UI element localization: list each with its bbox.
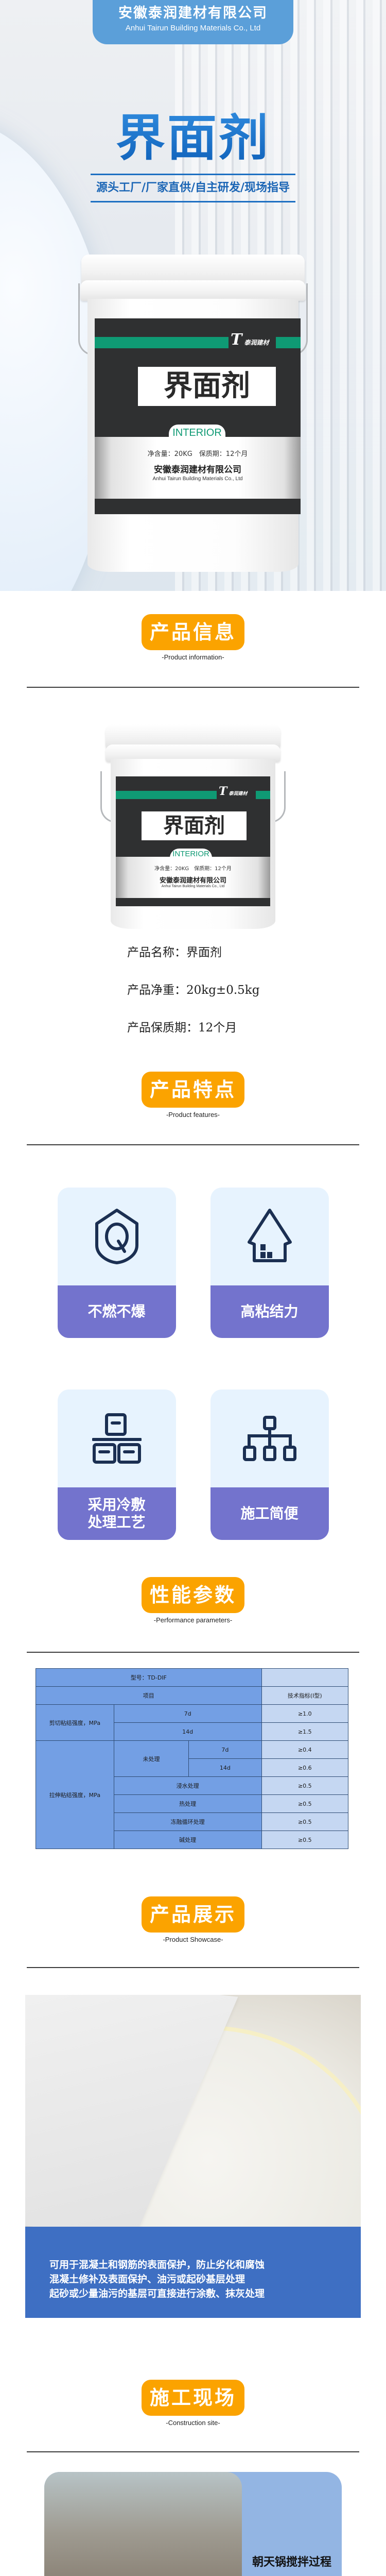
- table-group-shear: 剪切粘结强度，MPa: [36, 1704, 114, 1741]
- site-item: 朝天锅搅拌过程: [44, 2472, 342, 2576]
- table-model: 型号：TD-DIF: [36, 1668, 262, 1687]
- company-name-en: Anhui Tairun Building Materials Co., Ltd: [125, 24, 261, 32]
- info-row-weight: 产品净重：20kg±0.5kg: [127, 984, 260, 997]
- section-product-info: 产品信息 -Product information- T 泰润建材 界面剂 净含…: [0, 592, 386, 1047]
- section-title: 性能参数: [141, 1577, 244, 1613]
- section-title: 产品特点: [141, 1072, 244, 1108]
- table-row: 剪切粘结强度，MPa 7d ≥1.0: [36, 1704, 349, 1741]
- section-subtitle: -Product features-: [166, 1111, 220, 1118]
- section-subtitle: -Product Showcase-: [163, 1936, 223, 1943]
- company-name-cn: 安徽泰润建材有限公司: [118, 5, 268, 21]
- divider: [27, 1144, 359, 1145]
- table-row: 型号：TD-DIF: [36, 1668, 349, 1687]
- info-product-bucket: T 泰润建材 界面剂 净含量：20KG 保质期：12个月 安徽泰润建材有限公司 …: [100, 725, 286, 931]
- bucket-product-name: 界面剂: [138, 367, 276, 406]
- info-row-name: 产品名称：界面剂: [127, 946, 222, 959]
- info-row-shelf-life: 产品保质期：12个月: [127, 1021, 237, 1035]
- bucket-interior-tag: INTERIOR: [169, 425, 225, 441]
- site-list: 朝天锅搅拌过程 地下管廊施工过程中 施工案例 施工完成现场图: [0, 2472, 386, 2576]
- section-subtitle: -Performance parameters-: [153, 1616, 233, 1624]
- house-icon: [247, 1209, 292, 1262]
- section-title: 产品信息: [141, 614, 244, 650]
- showcase-line: 混凝土修补及表面保护、油污或起砂基层处理: [49, 2274, 245, 2285]
- shield-q-icon: [95, 1209, 138, 1264]
- feature-grid: 不燃不爆 高粘结力: [0, 1188, 386, 1540]
- feature-label: 不燃不爆: [57, 1285, 176, 1338]
- section-performance-params: 性能参数 -Performance parameters- 型号：TD-DIF …: [0, 1540, 386, 1849]
- section-construction-site: 施工现场 -Construction site- 朝天锅搅拌过程 地下管廊施工过…: [0, 2318, 386, 2576]
- site-caption: 朝天锅搅拌过程: [252, 2555, 331, 2569]
- site-photo-mixing: [44, 2472, 242, 2576]
- divider: [27, 1652, 359, 1653]
- table-row: 14d ≥0.6: [36, 1758, 349, 1777]
- brand-logo: T 泰润建材: [231, 331, 269, 349]
- divider: [27, 1967, 359, 1968]
- product-info-list: 产品名称：界面剂 产品净重：20kg±0.5kg 产品保质期：12个月: [0, 934, 386, 1047]
- section-header: 产品信息 -Product information-: [0, 614, 386, 661]
- feature-card-nonflammable: 不燃不爆: [57, 1188, 176, 1338]
- table-header-row: 项目 技术指标(I型): [36, 1686, 349, 1705]
- feature-card-high-adhesion: 高粘结力: [210, 1188, 329, 1338]
- param-table: 型号：TD-DIF 项目 技术指标(I型) 剪切粘结强度，MPa 7d ≥1.0…: [36, 1668, 349, 1849]
- company-banner: 安徽泰润建材有限公司 Anhui Tairun Building Materia…: [93, 0, 293, 44]
- showcase-line: 可用于混凝土和钢筋的表面保护，防止劣化和腐蚀: [49, 2259, 265, 2270]
- feature-label: 施工简便: [210, 1487, 329, 1540]
- section-title: 施工现场: [141, 2380, 244, 2416]
- section-title: 产品展示: [141, 1896, 244, 1933]
- table-header-item: 项目: [36, 1686, 262, 1705]
- hero-slogan: 源头工厂/厂家直供/自主研发/现场指导: [91, 174, 295, 202]
- table-group-tensile: 拉伸粘结强度，MPa: [36, 1740, 114, 1849]
- bucket-spec: 净含量：20KG 保质期：12个月: [147, 450, 248, 458]
- table-row: 碱处理 ≥0.5: [36, 1831, 349, 1849]
- showcase-line: 起砂或少量油污的基层可直接进行涂敷、抹灰处理: [49, 2288, 265, 2299]
- showcase-photo: [25, 1995, 361, 2227]
- table-row: 拉伸粘结强度，MPa 未处理 7d ≥0.4: [36, 1740, 349, 1849]
- logo-t-icon: T: [219, 785, 227, 798]
- feature-label: 高粘结力: [210, 1285, 329, 1338]
- logo-t-icon: T: [231, 331, 242, 349]
- feature-label: 采用冷敷 处理工艺: [57, 1487, 176, 1540]
- feature-card-easy-construction: 施工简便: [210, 1389, 329, 1540]
- bucket-info-band: 净含量：20KG 保质期：12个月 安徽泰润建材有限公司 Anhui Tairu…: [95, 437, 301, 499]
- table-row: 浸水处理 ≥0.5: [36, 1776, 349, 1795]
- section-product-features: 产品特点 -Product features- 不燃不爆: [0, 1047, 386, 1540]
- hero-product-bucket: T 泰润建材 界面剂 净含量：20KG 保质期：12个月 安徽泰润建材有限公司 …: [78, 216, 308, 577]
- product-image: T 泰润建材 界面剂 净含量：20KG 保质期：12个月 安徽泰润建材有限公司 …: [0, 688, 386, 930]
- stacked-boxes-icon: [92, 1413, 142, 1464]
- hero-title: 界面剂: [0, 98, 386, 170]
- param-table-wrap: 型号：TD-DIF 项目 技术指标(I型) 剪切粘结强度，MPa 7d ≥1.0…: [0, 1668, 386, 1849]
- section-subtitle: -Construction site-: [166, 2419, 220, 2427]
- divider: [27, 687, 359, 688]
- section-product-showcase: 产品展示 -Product Showcase- 可用于混凝土和钢筋的表面保护，防…: [0, 1849, 386, 2318]
- table-row: 冻融循环处理 ≥0.5: [36, 1812, 349, 1831]
- feature-card-cold-process: 采用冷敷 处理工艺: [57, 1389, 176, 1540]
- section-subtitle: -Product information-: [162, 653, 224, 661]
- hero-banner: 安徽泰润建材有限公司 Anhui Tairun Building Materia…: [0, 0, 386, 592]
- hierarchy-icon: [242, 1416, 296, 1461]
- divider: [27, 2451, 359, 2452]
- table-header-index: 技术指标(I型): [261, 1686, 349, 1705]
- showcase-description: 可用于混凝土和钢筋的表面保护，防止劣化和腐蚀 混凝土修补及表面保护、油污或起砂基…: [25, 2227, 361, 2318]
- table-untreated: 未处理: [113, 1740, 189, 1777]
